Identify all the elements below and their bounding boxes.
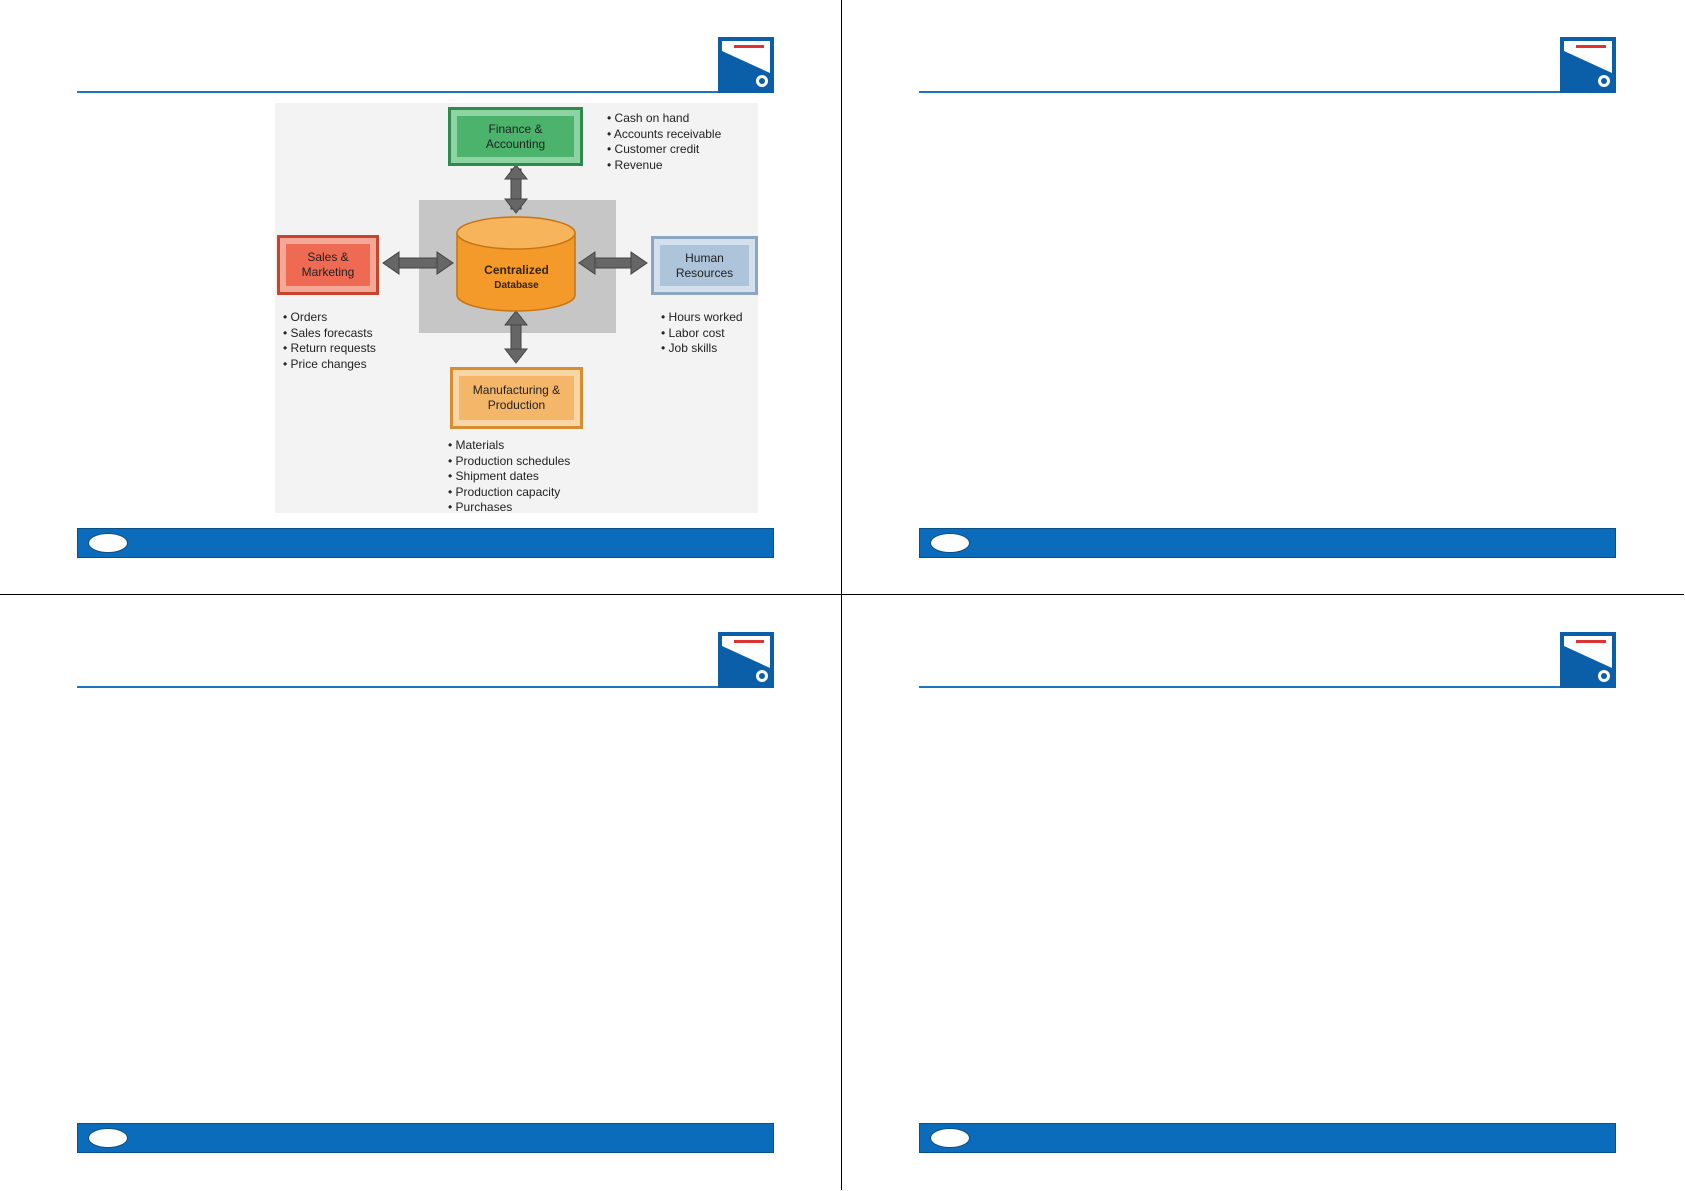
footer-bar: [919, 528, 1616, 558]
slide-2: [842, 0, 1684, 595]
database-label: Centralized Database: [455, 263, 578, 293]
publisher-logo-icon: [718, 37, 774, 93]
finance-accounting-box: Finance & Accounting: [448, 107, 583, 166]
publisher-logo-icon: [718, 632, 774, 688]
hr-items-list: Hours worked Labor cost Job skills: [661, 310, 743, 357]
list-item: Purchases: [448, 500, 570, 516]
manufacturing-production-label: Manufacturing & Production: [472, 383, 561, 412]
slide-3: [0, 595, 842, 1190]
list-item: Materials: [448, 438, 570, 454]
title-rule: [919, 91, 1616, 93]
human-resources-box: Human Resources: [651, 236, 758, 295]
list-item: Production capacity: [448, 485, 570, 501]
manufacturing-production-box: Manufacturing & Production: [450, 367, 583, 429]
list-item: Labor cost: [661, 326, 743, 342]
list-item: Revenue: [607, 158, 721, 174]
list-item: Shipment dates: [448, 469, 570, 485]
list-item: Hours worked: [661, 310, 743, 326]
sales-marketing-label: Sales & Marketing: [301, 250, 355, 279]
footer-oval: [88, 533, 128, 553]
title-rule: [77, 91, 774, 93]
footer-oval: [930, 533, 970, 553]
list-item: Orders: [283, 310, 376, 326]
title-rule: [77, 686, 774, 688]
footer-bar: [77, 1123, 774, 1153]
database-cylinder-icon: [456, 216, 576, 312]
connector-arrows: [382, 164, 648, 364]
human-resources-label: Human Resources: [675, 250, 734, 280]
slide-1: Centralized Database Finance & Accountin…: [0, 0, 842, 595]
database-label-line2: Database: [494, 280, 539, 291]
list-item: Production schedules: [448, 454, 571, 470]
slide-4: [842, 595, 1684, 1190]
sales-items-list: Orders Sales forecasts Return requests P…: [283, 310, 376, 372]
sales-marketing-box: Sales & Marketing: [277, 235, 379, 295]
footer-bar: [919, 1123, 1616, 1153]
list-item: Customer credit: [607, 142, 721, 158]
list-item: Price changes: [283, 357, 376, 373]
footer-oval: [88, 1128, 128, 1148]
finance-items-list: Cash on hand Accounts receivable Custome…: [607, 111, 721, 173]
database-label-line1: Centralized: [484, 263, 549, 277]
footer-bar: [77, 528, 774, 558]
title-rule: [919, 686, 1616, 688]
list-item: Accounts receivable: [607, 127, 721, 143]
finance-accounting-label: Finance & Accounting: [485, 121, 546, 151]
list-item: Return requests: [283, 341, 376, 357]
erp-diagram: Centralized Database Finance & Accountin…: [275, 103, 758, 516]
list-item: Job skills: [661, 341, 743, 357]
list-item: Cash on hand: [607, 111, 721, 127]
publisher-logo-icon: [1560, 37, 1616, 93]
publisher-logo-icon: [1560, 632, 1616, 688]
footer-oval: [930, 1128, 970, 1148]
list-item: Sales forecasts: [283, 326, 376, 342]
manufacturing-items-list: Materials Production schedules Shipment …: [448, 438, 571, 516]
